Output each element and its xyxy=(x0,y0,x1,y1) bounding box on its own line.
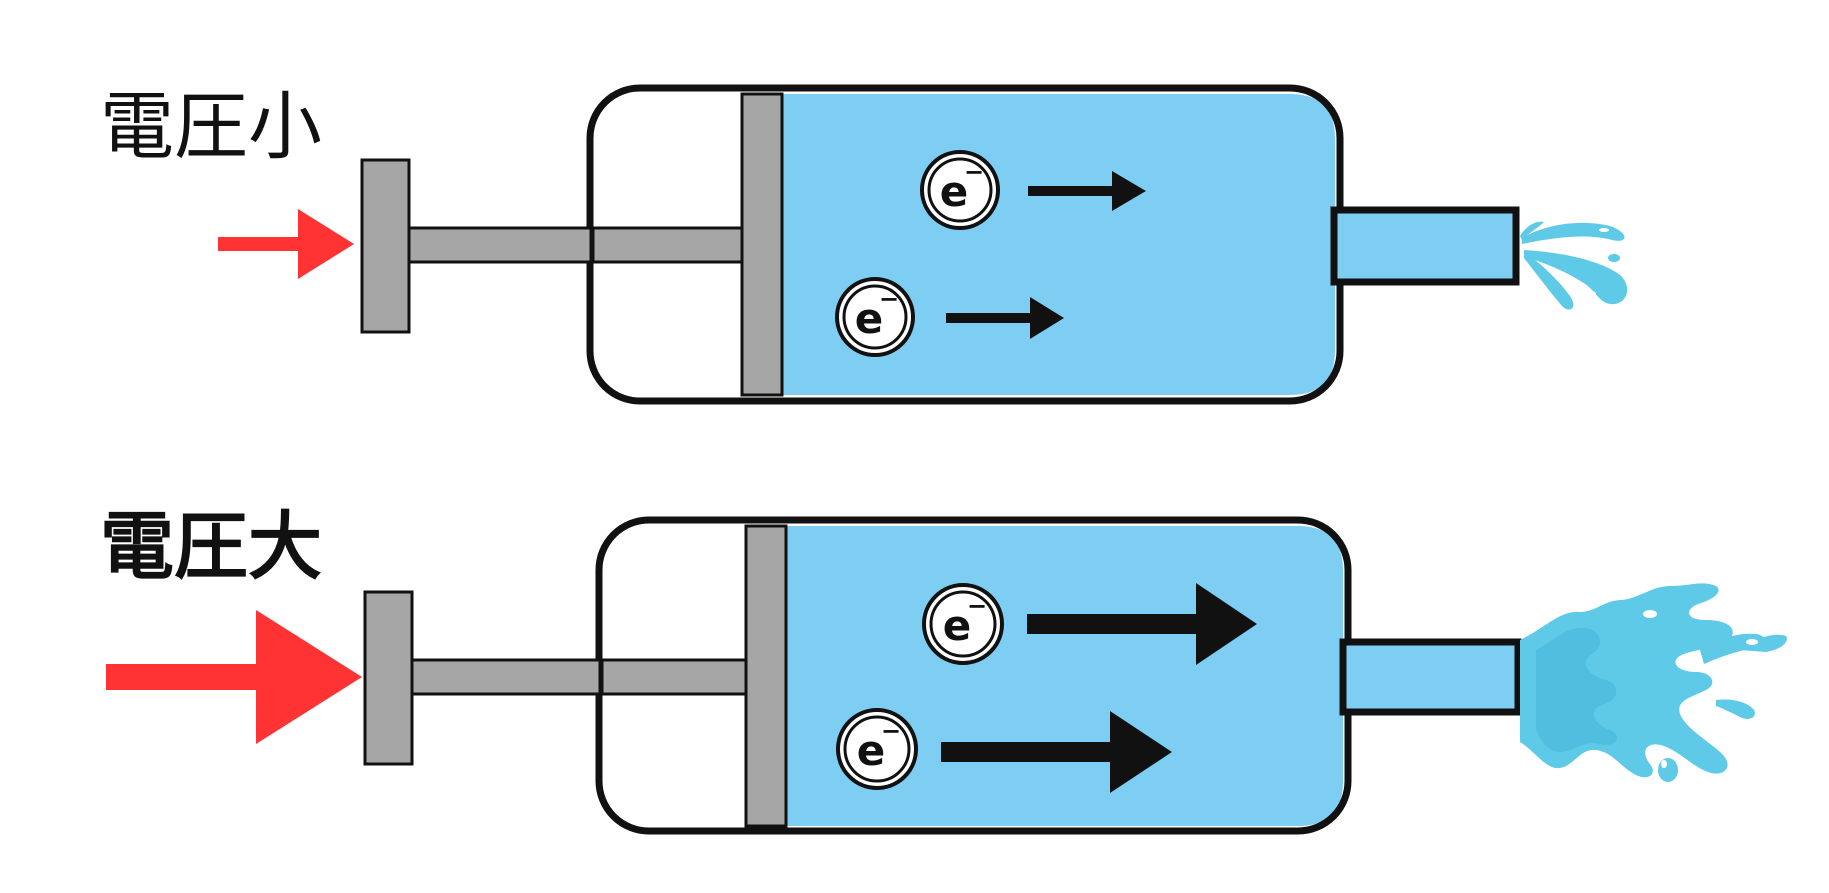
panel-label-low: 電圧小 xyxy=(100,84,322,170)
flow-arrow-low-1 xyxy=(1028,171,1146,211)
panel-low-voltage: 電圧小 xyxy=(100,84,1628,405)
electron-symbol: e xyxy=(940,167,969,216)
flow-arrow-high-2 xyxy=(941,711,1172,793)
flow-arrow-low-2 xyxy=(946,297,1064,339)
water-splash-small xyxy=(1520,221,1628,310)
panel-label-high: 電圧大 xyxy=(100,504,322,590)
electron-symbol: e xyxy=(855,294,884,343)
plunger-low xyxy=(360,92,784,397)
panel-high-voltage: 電圧大 xyxy=(100,504,1787,835)
electron-high-2: e − xyxy=(836,708,918,790)
electron-symbol: e xyxy=(943,601,972,650)
push-arrow-small xyxy=(218,209,354,279)
nozzle-high xyxy=(1339,638,1522,716)
electron-charge: − xyxy=(881,717,901,745)
electron-low-1: e − xyxy=(920,150,1000,230)
electron-charge: − xyxy=(964,158,984,186)
push-arrow-large xyxy=(106,610,362,744)
flow-arrow-high-1 xyxy=(1027,583,1257,665)
nozzle-low xyxy=(1330,206,1520,286)
electron-charge: − xyxy=(967,592,987,620)
plunger-high xyxy=(363,524,788,828)
water-splash-large xyxy=(1520,583,1787,782)
electron-high-1: e − xyxy=(922,583,1004,665)
electron-symbol: e xyxy=(857,726,886,775)
electron-low-2: e − xyxy=(835,277,915,357)
electron-charge: − xyxy=(879,285,899,313)
